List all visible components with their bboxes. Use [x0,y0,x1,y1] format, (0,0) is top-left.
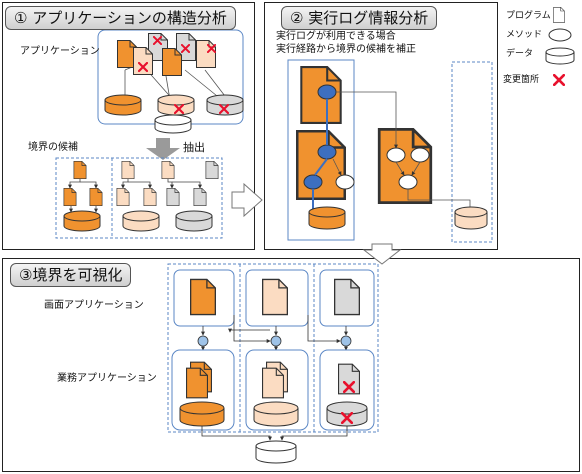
apps-outer-box [167,263,379,433]
program-icon [377,128,433,204]
candidates-box [55,157,223,239]
database-icon [545,47,575,65]
log-desc-line1: 実行ログが利用できる場合 [276,31,396,42]
flow-arrow [362,243,402,265]
database-icon [104,94,244,134]
program-icon [89,188,103,206]
program-icon [166,188,180,206]
interface-icon [197,335,352,347]
legend-method: メソッド [506,30,543,40]
program-icon [296,130,346,200]
legend-program: プログラム [506,11,551,21]
business-app-label: 業務アプリケーション [57,373,157,384]
program-icon [262,278,288,316]
program-icon [73,161,87,179]
panel1-title: ① アプリケーションの構造分析 [5,6,236,30]
candidates-label: 境界の候補 [28,142,78,153]
business-app-box [171,349,235,431]
program-icon [262,367,284,399]
database-icon [179,401,368,464]
program-icon [553,7,565,23]
program-icon [190,278,216,316]
method-icon [548,28,572,42]
program-icon [143,188,157,206]
extract-label: 抽出 [183,141,205,154]
route-box-dashed [451,61,493,243]
database-icon [63,210,213,232]
screen-app-label: 画面アプリケーション [44,300,144,311]
program-icon [196,40,216,68]
legend-data: データ [506,49,534,59]
program-icon [63,188,77,206]
program-icon [161,161,175,179]
change-mark-icon [553,74,565,86]
route-box [287,59,355,241]
program-icon [186,367,208,399]
program-icon [121,161,135,179]
panel-visualize [2,258,580,472]
legend-change: 変更箇所 [503,75,540,85]
program-icon [162,48,182,76]
business-app-box [245,349,309,431]
program-icon [116,188,130,206]
program-icon [334,278,360,316]
flow-arrow [231,182,263,218]
panel2-title: ② 実行ログ情報分析 [281,6,438,30]
program-icon [193,188,207,206]
log-desc-line2: 実行経路から境界の候補を補正 [276,44,416,55]
program-icon [338,363,360,395]
database-icon [308,206,488,230]
app-label: アプリケーション [20,46,100,57]
extract-arrow [146,138,180,160]
program-icon [205,161,219,179]
program-icon [133,47,153,75]
panel3-title: ③境界を可視化 [10,263,132,287]
screen-app-box [319,269,375,327]
screen-app-box [173,269,235,327]
screen-app-box [245,269,309,327]
